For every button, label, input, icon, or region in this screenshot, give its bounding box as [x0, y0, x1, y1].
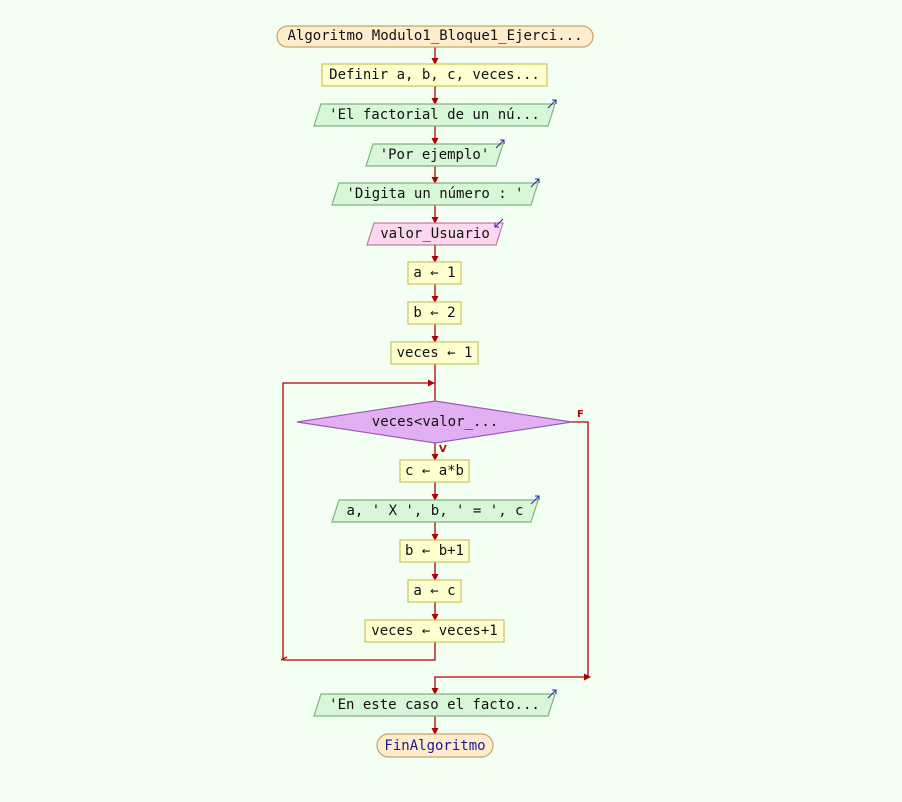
- final-output-shape: [313, 693, 556, 717]
- output-arrow-icon: [495, 139, 505, 149]
- end-terminal: [376, 733, 494, 758]
- output3-label: 'Digita un número : ': [346, 186, 524, 202]
- false-branch-label: F: [577, 409, 584, 420]
- output-arrow-icon: [547, 689, 557, 699]
- output-arrow-icon: [530, 178, 540, 188]
- io-arrows: [494, 99, 557, 699]
- output-arrow-icon: [530, 495, 540, 505]
- assign-c-box: [399, 459, 470, 483]
- set-a-box: [407, 579, 462, 603]
- inc-b-label: b ← b+1: [404, 543, 464, 559]
- assign-b-box: [407, 301, 462, 325]
- output-shape-1: [313, 103, 556, 127]
- true-branch-label: V: [439, 444, 447, 455]
- input-arrow-icon: [494, 218, 504, 228]
- final-output-label: 'En este caso el facto...: [329, 697, 540, 713]
- start-label: Algoritmo Modulo1_Bloque1_Ejerci...: [277, 25, 593, 47]
- start-terminal: [276, 25, 594, 48]
- start-spacer: [363, 28, 371, 44]
- inc-b-box: [399, 539, 470, 563]
- loop-output-label: a, ' X ', b, ' = ', c: [346, 503, 524, 519]
- input-shape: [366, 222, 504, 246]
- assign-veces-label: veces ← 1: [396, 345, 473, 361]
- assign-a-label: a ← 1: [413, 265, 456, 281]
- define-label: Definir a, b, c, veces...: [329, 67, 540, 83]
- output-shape-3: [331, 182, 539, 206]
- algorithm-name: Modulo1_Bloque1_Ejerci...: [371, 28, 583, 44]
- input-label: valor_Usuario: [380, 226, 490, 242]
- assign-b-label: b ← 2: [413, 305, 456, 321]
- start-keyword: Algoritmo: [287, 28, 364, 44]
- inc-veces-box: [364, 619, 505, 643]
- inc-veces-label: veces ← veces+1: [371, 623, 498, 639]
- assign-c-label: c ← a*b: [404, 463, 464, 479]
- output1-label: 'El factorial de un nú...: [329, 107, 540, 123]
- decision-diamond: [296, 400, 573, 444]
- output-shape-2: [365, 143, 504, 167]
- output2-label: 'Por ejemplo': [379, 147, 490, 163]
- loop-output-shape: [331, 499, 539, 523]
- output-arrow-icon: [547, 99, 557, 109]
- connector-lines: [280, 47, 591, 735]
- define-box: [321, 63, 548, 87]
- assign-veces-box: [390, 341, 479, 365]
- set-a-label: a ← c: [413, 583, 456, 599]
- end-label: FinAlgoritmo: [384, 737, 486, 754]
- condition-label: veces<valor_...: [371, 414, 499, 430]
- assign-a-box: [407, 261, 462, 285]
